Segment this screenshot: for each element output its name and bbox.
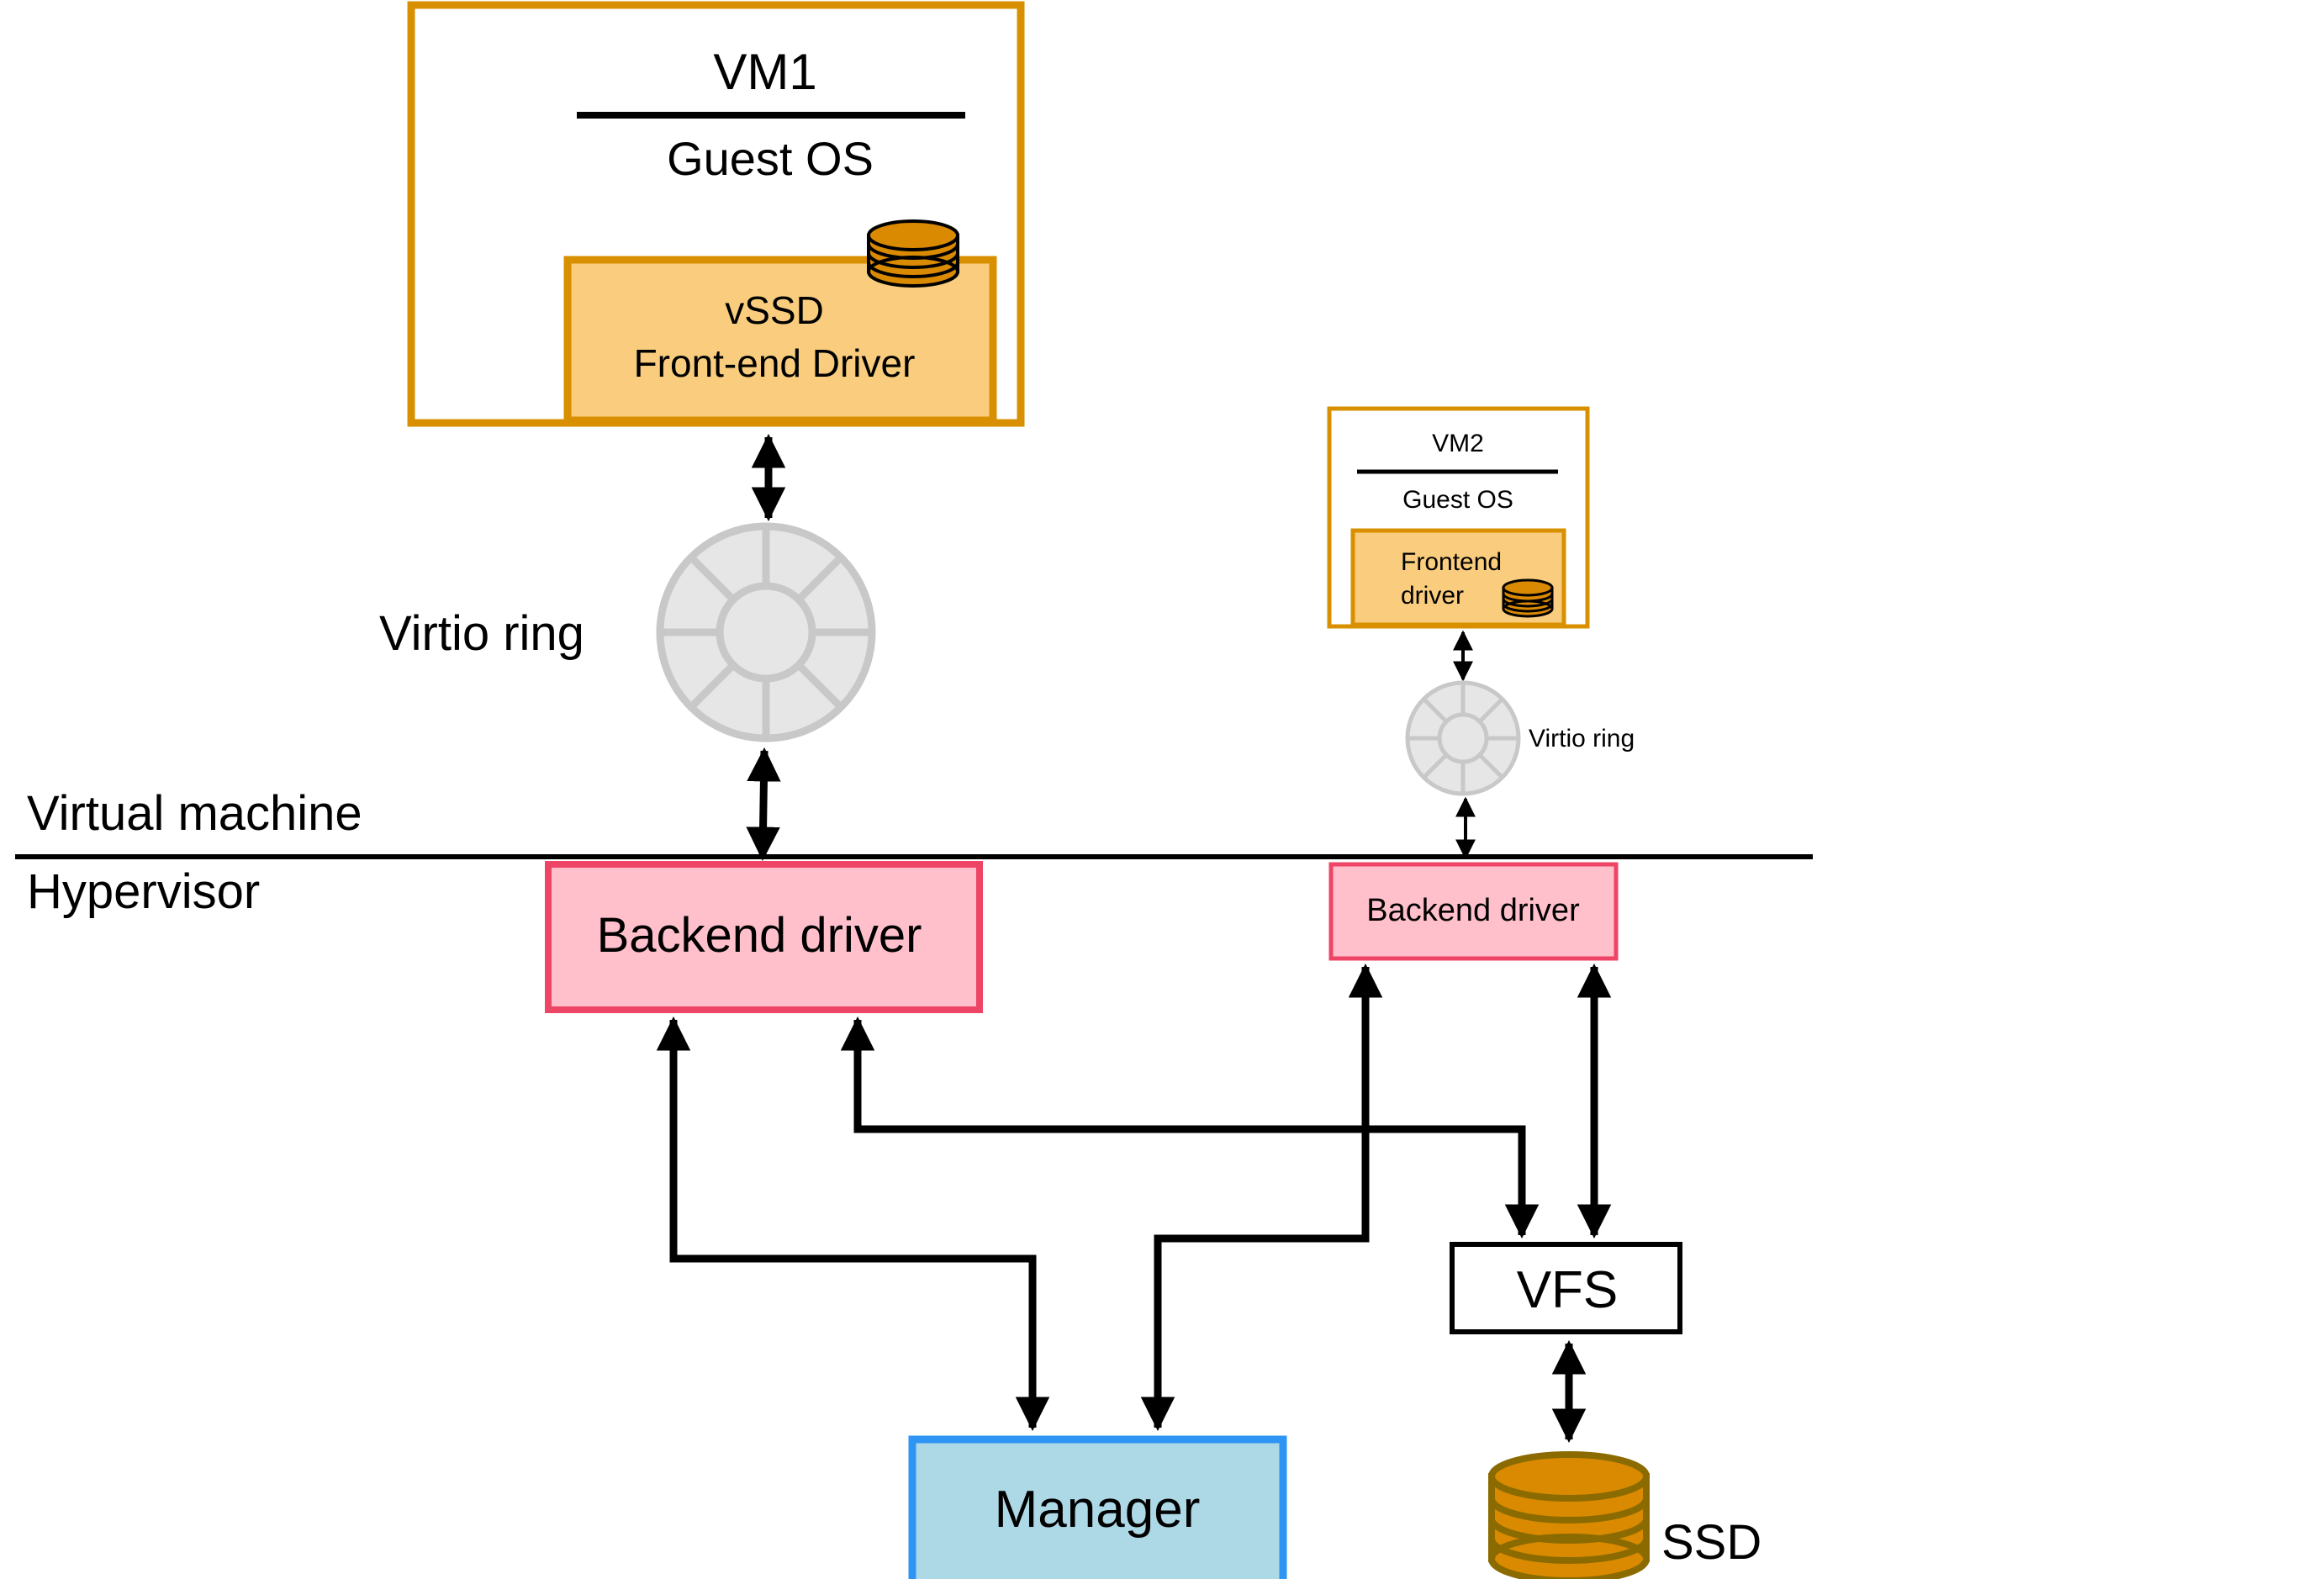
vm1-driver-line2: Front-end Driver	[634, 341, 916, 385]
backend-driver-2-label: Backend driver	[1366, 893, 1580, 928]
vm1-guest-os: Guest OS	[667, 132, 874, 185]
vfs-label: VFS	[1517, 1261, 1619, 1319]
vm1-box: VM1 Guest OS vSSD Front-end Driver	[407, 1, 1025, 427]
ssd-label: SSD	[1661, 1515, 1761, 1570]
virtio-ring-2-icon	[1405, 680, 1521, 796]
backend1-manager-arrow	[656, 1016, 1050, 1432]
ssd-disk-stack-icon	[1488, 1451, 1650, 1579]
vm1-frontend-driver: vSSD Front-end Driver	[563, 256, 997, 425]
backend-driver-1-label: Backend driver	[597, 908, 922, 963]
virtio-ring-2-label: Virtio ring	[1529, 725, 1635, 753]
vm1-title: VM1	[713, 44, 816, 100]
vm2-title: VM2	[1432, 430, 1484, 457]
manager-box: Manager	[908, 1435, 1287, 1579]
backend1-vfs-arrow	[840, 1016, 1540, 1239]
disk-stack-icon	[867, 219, 959, 288]
disk-stack-icon	[1502, 578, 1554, 618]
hypervisor-label: Hypervisor	[27, 864, 260, 919]
backend-driver-1: Backend driver	[545, 861, 983, 1013]
vm2-box: VM2 Guest OS Frontend driver	[1327, 406, 1590, 629]
manager-label: Manager	[995, 1481, 1201, 1539]
ring1-backend-arrow	[746, 747, 781, 862]
virtio-ring-1-label: Virtio ring	[379, 606, 584, 661]
virtio-ring-1-icon	[656, 522, 876, 742]
vm2-driver-line1: Frontend	[1401, 548, 1502, 576]
vm2-driver-line2: driver	[1401, 582, 1464, 610]
virtual-machine-label: Virtual machine	[27, 786, 362, 841]
vm1-driver-line1: vSSD	[725, 288, 824, 332]
vm2-guest-os: Guest OS	[1402, 486, 1513, 514]
vfs-box: VFS	[1450, 1242, 1682, 1334]
backend2-manager-arrow	[1140, 963, 1383, 1432]
backend-driver-2: Backend driver	[1328, 862, 1619, 961]
vm2-frontend-driver: Frontend driver	[1350, 528, 1566, 627]
